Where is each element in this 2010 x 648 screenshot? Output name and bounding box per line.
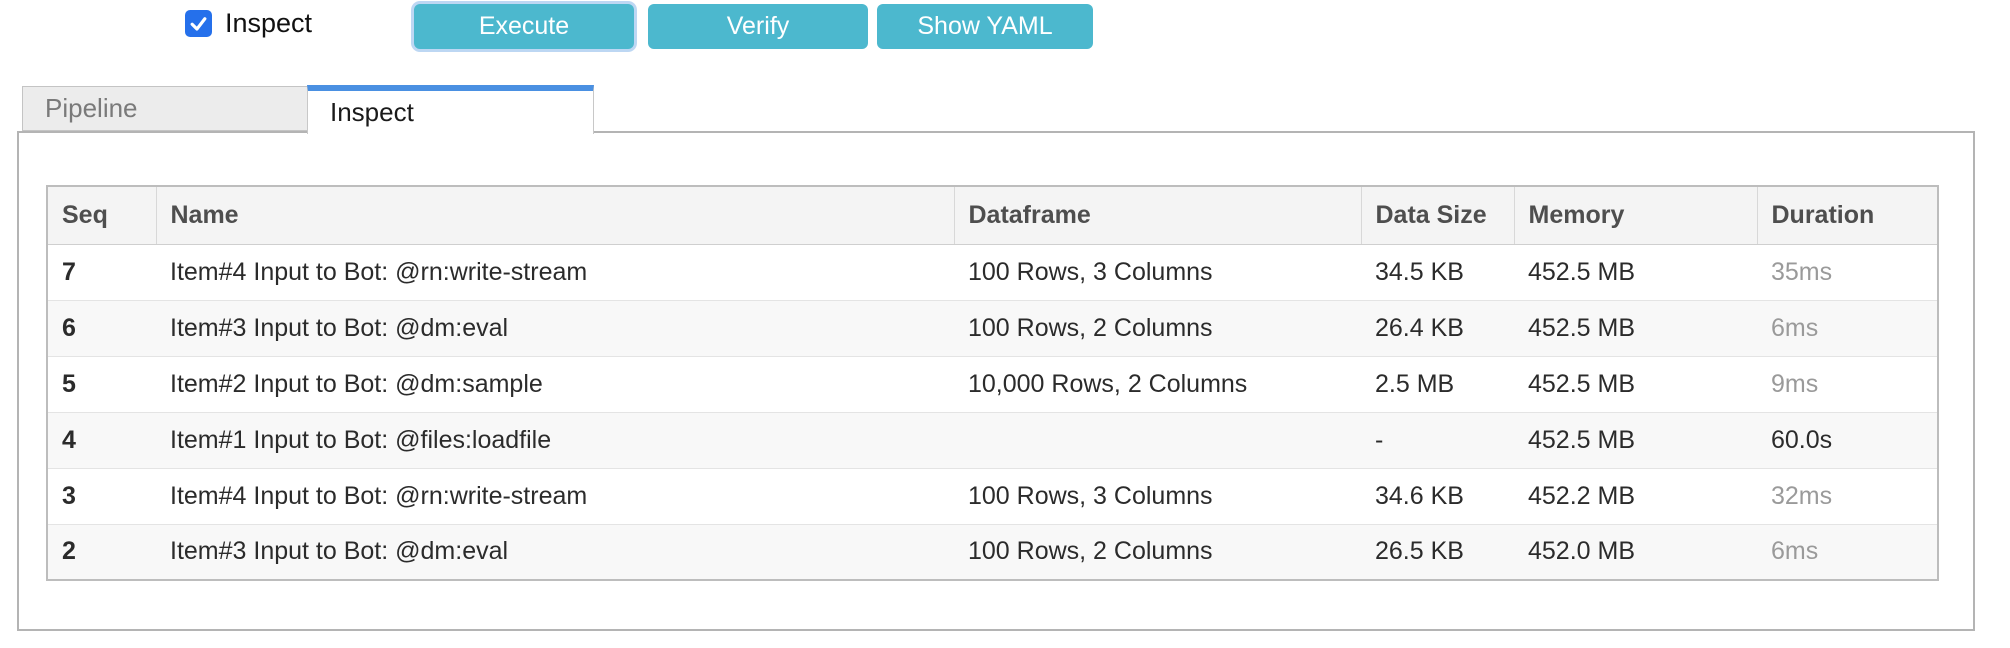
column-header-memory: Memory — [1513, 186, 1757, 245]
tab-pipeline[interactable]: Pipeline — [22, 86, 308, 131]
cell-dataframe — [954, 412, 1361, 469]
cell-name: Item#3 Input to Bot: @dm:eval — [156, 300, 954, 357]
inspect-checkbox[interactable] — [185, 10, 212, 37]
show-yaml-button[interactable]: Show YAML — [877, 4, 1093, 49]
cell-data-size: 26.5 KB — [1361, 524, 1514, 581]
inspect-checkbox-wrap[interactable]: Inspect — [185, 8, 312, 39]
cell-data-size: 2.5 MB — [1361, 356, 1514, 413]
table-header-row: Seq Name Dataframe Data Size Memory Dura… — [47, 186, 1938, 245]
cell-memory: 452.5 MB — [1514, 244, 1757, 301]
cell-duration: 35ms — [1757, 244, 1938, 301]
cell-seq: 6 — [47, 300, 156, 357]
cell-seq: 4 — [47, 412, 156, 469]
checkmark-icon — [190, 17, 207, 31]
column-header-duration: Duration — [1756, 186, 1938, 245]
inspect-table-wrap: Seq Name Dataframe Data Size Memory Dura… — [46, 185, 1939, 581]
cell-memory: 452.2 MB — [1514, 468, 1757, 525]
cell-duration: 60.0s — [1757, 412, 1938, 469]
cell-dataframe: 100 Rows, 2 Columns — [954, 300, 1361, 357]
cell-dataframe: 10,000 Rows, 2 Columns — [954, 356, 1361, 413]
cell-data-size: - — [1361, 412, 1514, 469]
cell-seq: 3 — [47, 468, 156, 525]
cell-memory: 452.0 MB — [1514, 524, 1757, 581]
table-row: 2 Item#3 Input to Bot: @dm:eval 100 Rows… — [47, 524, 1938, 581]
table-row: 7 Item#4 Input to Bot: @rn:write-stream … — [47, 244, 1938, 301]
cell-memory: 452.5 MB — [1514, 300, 1757, 357]
verify-button[interactable]: Verify — [648, 4, 868, 49]
cell-name: Item#4 Input to Bot: @rn:write-stream — [156, 468, 954, 525]
cell-memory: 452.5 MB — [1514, 356, 1757, 413]
cell-seq: 2 — [47, 524, 156, 581]
column-header-dataframe: Dataframe — [953, 186, 1361, 245]
cell-name: Item#1 Input to Bot: @files:loadfile — [156, 412, 954, 469]
cell-name: Item#3 Input to Bot: @dm:eval — [156, 524, 954, 581]
table-row: 6 Item#3 Input to Bot: @dm:eval 100 Rows… — [47, 300, 1938, 357]
table-row: 3 Item#4 Input to Bot: @rn:write-stream … — [47, 468, 1938, 525]
cell-seq: 7 — [47, 244, 156, 301]
cell-name: Item#4 Input to Bot: @rn:write-stream — [156, 244, 954, 301]
cell-data-size: 34.6 KB — [1361, 468, 1514, 525]
execute-button[interactable]: Execute — [414, 4, 634, 49]
cell-duration: 32ms — [1757, 468, 1938, 525]
column-header-seq: Seq — [47, 186, 156, 245]
cell-dataframe: 100 Rows, 3 Columns — [954, 468, 1361, 525]
cell-data-size: 26.4 KB — [1361, 300, 1514, 357]
table-row: 5 Item#2 Input to Bot: @dm:sample 10,000… — [47, 356, 1938, 413]
cell-dataframe: 100 Rows, 3 Columns — [954, 244, 1361, 301]
cell-seq: 5 — [47, 356, 156, 413]
cell-duration: 6ms — [1757, 524, 1938, 581]
cell-duration: 9ms — [1757, 356, 1938, 413]
table-row: 4 Item#1 Input to Bot: @files:loadfile -… — [47, 412, 1938, 469]
column-header-data-size: Data Size — [1360, 186, 1514, 245]
inspect-checkbox-label: Inspect — [225, 8, 313, 38]
cell-memory: 452.5 MB — [1514, 412, 1757, 469]
table-body: 7 Item#4 Input to Bot: @rn:write-stream … — [47, 244, 1938, 581]
cell-data-size: 34.5 KB — [1361, 244, 1514, 301]
cell-duration: 6ms — [1757, 300, 1938, 357]
cell-dataframe: 100 Rows, 2 Columns — [954, 524, 1361, 581]
inspect-table: Seq Name Dataframe Data Size Memory Dura… — [46, 185, 1939, 581]
tab-inspect[interactable]: Inspect — [307, 85, 594, 134]
cell-name: Item#2 Input to Bot: @dm:sample — [156, 356, 954, 413]
column-header-name: Name — [155, 186, 954, 245]
